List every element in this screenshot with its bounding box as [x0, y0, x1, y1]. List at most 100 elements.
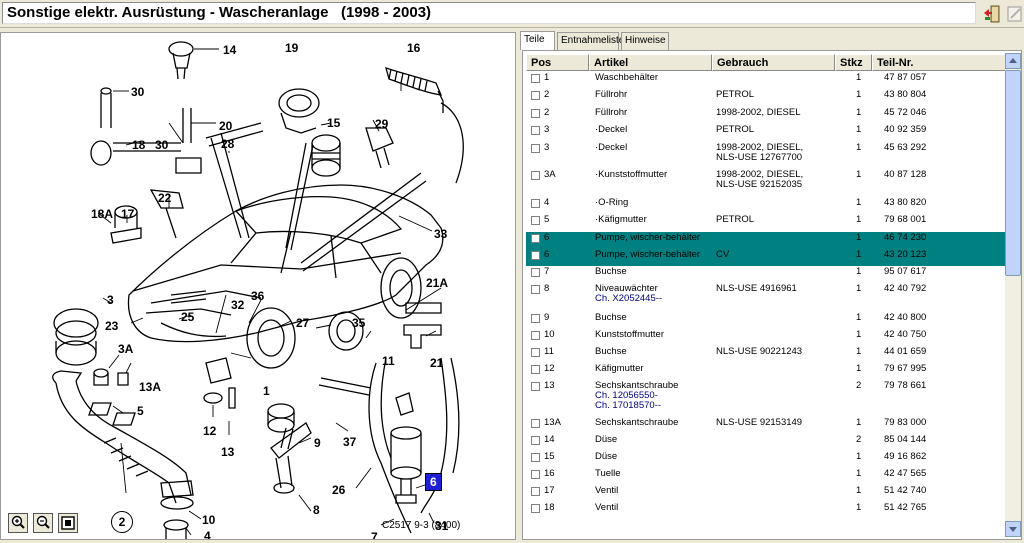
callout-5[interactable]: 5	[137, 404, 144, 418]
row-checkbox[interactable]	[531, 436, 540, 445]
callout-30[interactable]: 30	[131, 85, 145, 99]
callout-7[interactable]: 7	[371, 530, 378, 540]
callout-18[interactable]: 18	[132, 138, 146, 152]
callout-25[interactable]: 25	[181, 310, 195, 324]
row-checkbox[interactable]	[531, 234, 540, 243]
callout-19[interactable]: 19	[285, 41, 299, 55]
callout-28[interactable]: 28	[221, 137, 235, 151]
row-checkbox[interactable]	[531, 126, 540, 135]
row-checkbox[interactable]	[531, 109, 540, 118]
callout-16[interactable]: 16	[407, 41, 421, 55]
column-header-qty[interactable]: Stkz	[835, 54, 872, 71]
callout-12[interactable]: 12	[203, 424, 217, 438]
tab-notes[interactable]: Hinweise	[621, 32, 669, 50]
vertical-scrollbar[interactable]	[1005, 53, 1021, 537]
row-checkbox[interactable]	[531, 268, 540, 277]
tab-removal-list[interactable]: Entnahmeliste	[557, 32, 624, 50]
row-checkbox[interactable]	[531, 365, 540, 374]
row-checkbox[interactable]	[531, 453, 540, 462]
callout-8[interactable]: 8	[313, 503, 320, 517]
row-checkbox[interactable]	[531, 171, 540, 180]
callout-10[interactable]: 10	[202, 513, 216, 527]
column-header-article[interactable]: Artikel	[589, 54, 712, 71]
edit-button[interactable]	[1004, 3, 1024, 25]
callout-22[interactable]: 22	[158, 191, 172, 205]
callout-18a[interactable]: 18A	[91, 207, 114, 221]
exit-button[interactable]	[981, 3, 1003, 25]
callout-6[interactable]: 6	[425, 473, 442, 491]
row-checkbox[interactable]	[531, 285, 540, 294]
callout-9[interactable]: 9	[314, 436, 321, 450]
row-checkbox[interactable]	[531, 331, 540, 340]
callout-23[interactable]: 23	[105, 319, 119, 333]
callout-1[interactable]: 1	[263, 384, 270, 398]
row-checkbox[interactable]	[531, 216, 540, 225]
callout-32[interactable]: 32	[231, 298, 245, 312]
scroll-down-button[interactable]	[1005, 521, 1021, 537]
row-checkbox[interactable]	[531, 504, 540, 513]
callout-3[interactable]: 3	[107, 293, 114, 307]
callout-3a[interactable]: 3A	[118, 342, 134, 356]
callout-30[interactable]: 30	[155, 138, 169, 152]
row-checkbox[interactable]	[531, 251, 540, 260]
row-checkbox[interactable]	[531, 144, 540, 153]
callout-17[interactable]: 17	[121, 207, 135, 221]
callout-29[interactable]: 29	[375, 117, 389, 131]
callout-11[interactable]: 11	[382, 354, 395, 368]
row-checkbox[interactable]	[531, 419, 540, 428]
callout-37[interactable]: 37	[343, 435, 357, 449]
row-checkbox[interactable]	[531, 314, 540, 323]
row-checkbox[interactable]	[531, 199, 540, 208]
column-header-part-number[interactable]: Teil-Nr.	[872, 54, 1006, 71]
scroll-up-button[interactable]	[1005, 53, 1021, 69]
callout-26[interactable]: 26	[332, 483, 346, 497]
callout-20[interactable]: 20	[219, 119, 233, 133]
callout-21[interactable]: 21	[430, 356, 444, 370]
tab-parts[interactable]: Teile	[520, 31, 555, 50]
zoom-out-button[interactable]	[33, 513, 53, 533]
callout-27[interactable]: 27	[296, 316, 310, 330]
callout-13a[interactable]: 13A	[139, 380, 162, 394]
callout-33[interactable]: 33	[434, 227, 448, 241]
callout-31[interactable]: 31	[435, 519, 449, 533]
callout-36[interactable]: 36	[251, 289, 265, 303]
row-checkbox[interactable]	[531, 74, 540, 83]
scroll-thumb[interactable]	[1005, 70, 1021, 276]
zoom-fit-button[interactable]	[58, 513, 78, 533]
row-checkbox[interactable]	[531, 382, 540, 391]
row-checkbox[interactable]	[531, 487, 540, 496]
callout-4[interactable]: 4	[204, 529, 211, 540]
zoom-in-button[interactable]	[8, 513, 28, 533]
callout-21a[interactable]: 21A	[426, 276, 449, 290]
row-checkbox[interactable]	[531, 348, 540, 357]
callout-15[interactable]: 15	[327, 116, 341, 130]
callout-35[interactable]: 35	[352, 316, 366, 330]
callout-14[interactable]: 14	[223, 43, 237, 57]
row-checkbox[interactable]	[531, 470, 540, 479]
column-header-usage[interactable]: Gebrauch	[712, 54, 835, 71]
row-checkbox[interactable]	[531, 91, 540, 100]
